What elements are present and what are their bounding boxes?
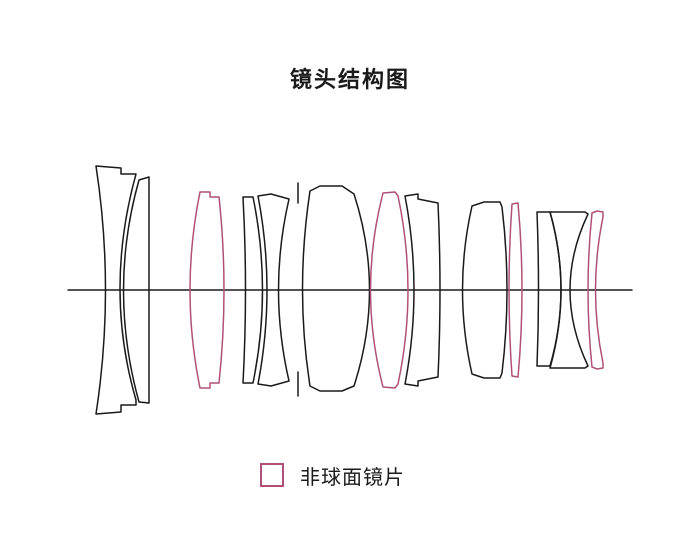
lens-element-10-aspherical [508, 202, 523, 378]
lens-element-11 [536, 211, 562, 367]
aspherical-legend-swatch [260, 463, 284, 487]
legend: 非球面镜片 [260, 460, 405, 490]
lens-element-13-aspherical [587, 210, 604, 370]
lens-element-8 [404, 193, 441, 387]
lens-element-7-aspherical [369, 191, 409, 389]
lens-element-1 [95, 165, 137, 415]
lens-element-4 [242, 196, 264, 384]
lens-element-12 [549, 211, 589, 369]
lens-element-9 [461, 201, 508, 379]
lens-element-6 [301, 185, 371, 392]
lens-element-2 [122, 176, 150, 404]
lens-element-3-aspherical [189, 191, 225, 389]
aspherical-legend-label: 非球面镜片 [300, 464, 405, 489]
lens-element-5 [257, 193, 290, 387]
diagram-title: 镜头结构图 [289, 68, 410, 93]
